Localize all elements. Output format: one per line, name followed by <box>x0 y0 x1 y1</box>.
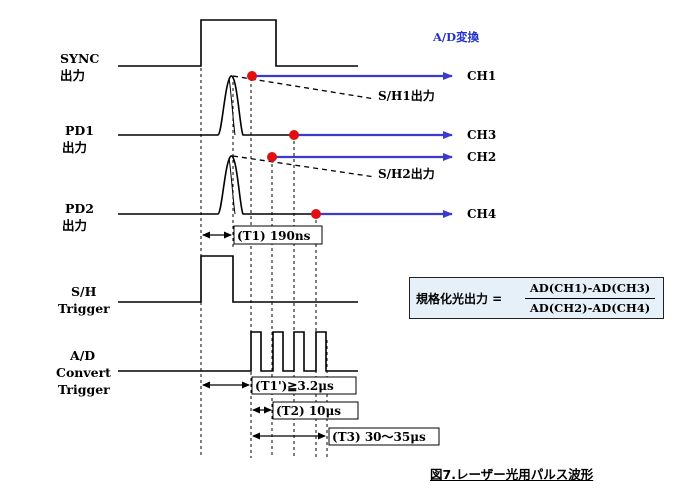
ad-trigger-waveform <box>118 331 358 372</box>
ch2-label: CH2 <box>467 150 496 164</box>
ch3-label: CH3 <box>467 128 496 142</box>
ch1-label: CH1 <box>467 69 496 83</box>
ch2-sample-point <box>267 152 277 162</box>
t1p-box <box>251 376 357 395</box>
t3-box <box>328 427 440 446</box>
ch1-sample-point <box>247 71 257 81</box>
formula-numerator: AD(CH1)-AD(CH3) <box>529 281 651 295</box>
pd2-pulse-inner <box>228 157 236 215</box>
sync-output-label: 出力 <box>60 68 85 83</box>
ad-conversion-title: A/D変換 <box>432 30 480 44</box>
ch3-sample-point <box>289 130 299 140</box>
t1-box <box>233 225 323 245</box>
normalized-output-formula: 規格化光出力 = AD(CH1)-AD(CH3) AD(CH2)-AD(CH4) <box>409 277 664 319</box>
sh-trigger-label: S/H <box>71 284 97 299</box>
pd1-waveform <box>118 75 440 136</box>
fraction-bar <box>525 298 655 299</box>
pd2-output-label: 出力 <box>62 218 87 233</box>
t2-label: (T2) 10μs <box>276 404 341 418</box>
ch4-label: CH4 <box>467 207 496 221</box>
t3-label: (T3) 30～35μs <box>332 430 426 444</box>
pd1-pulse-inner <box>228 77 236 136</box>
figure-caption: 図7.レーザー光用パルス波形 <box>430 467 594 482</box>
formula-fraction: AD(CH1)-AD(CH3) AD(CH2)-AD(CH4) <box>525 280 655 317</box>
sh1-output-label: S/H1出力 <box>378 88 435 103</box>
sh-trigger-label-2: Trigger <box>58 301 110 316</box>
sh1-hold-decay <box>232 75 376 100</box>
pd2-label: PD2 <box>65 201 94 216</box>
sh2-output-label: S/H2出力 <box>378 166 435 181</box>
t1p-label: (T1')≧3.2μs <box>255 379 334 393</box>
pd1-output-label: 出力 <box>62 140 87 155</box>
sh2-hold-decay <box>232 155 376 178</box>
formula-denominator: AD(CH2)-AD(CH4) <box>529 301 651 315</box>
pd1-label: PD1 <box>65 123 94 138</box>
t2-box <box>272 401 359 420</box>
t1-label: (T1) 190ns <box>237 229 311 243</box>
ad-trigger-label-3: Trigger <box>58 382 110 397</box>
sync-waveform <box>118 19 358 67</box>
pd2-waveform <box>118 155 440 215</box>
ad-trigger-label-2: Convert <box>56 365 111 380</box>
sh-trigger-waveform <box>118 255 358 303</box>
ch4-sample-point <box>311 209 321 219</box>
ad-trigger-label: A/D <box>69 348 95 363</box>
formula-lhs: 規格化光出力 = <box>416 292 503 306</box>
sync-label: SYNC <box>60 51 99 66</box>
